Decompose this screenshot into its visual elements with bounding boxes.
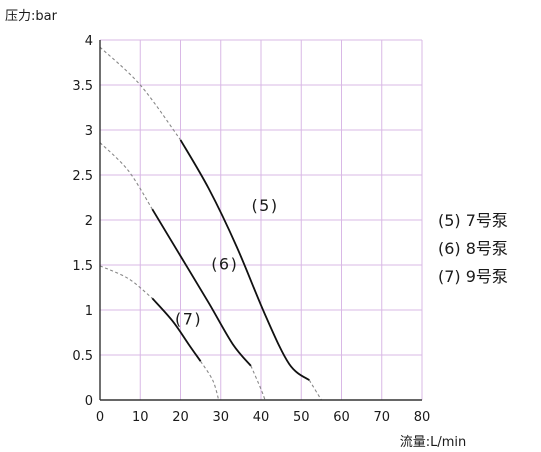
curve-labels: (5) (6) (7)	[175, 196, 278, 328]
curve-label: (5)	[251, 196, 278, 215]
x-tick-label: 20	[172, 410, 189, 425]
y-tick-label: 4	[85, 34, 93, 49]
curve-operating-range	[179, 139, 310, 381]
x-tick-label: 40	[253, 410, 270, 425]
curve-extrapolated-dashed	[250, 365, 266, 401]
curve-extrapolated-dashed	[200, 361, 220, 401]
y-tick-label: 1.5	[72, 259, 93, 274]
curve-operating-range	[151, 297, 202, 362]
grid	[99, 39, 423, 401]
y-tick-label: 2	[85, 214, 93, 229]
x-tick-label: 60	[333, 410, 350, 425]
curve-extrapolated-dashed	[308, 379, 322, 401]
x-tick-label: 30	[212, 410, 229, 425]
curve-extrapolated-dashed	[99, 142, 153, 210]
y-tick-label: 0	[85, 394, 93, 409]
curves	[99, 46, 322, 401]
curve-extrapolated-dashed	[99, 46, 181, 141]
x-tick-label: 80	[414, 410, 431, 425]
y-axis-label: 压力:bar	[5, 9, 58, 24]
y-tick-label: 3	[85, 124, 93, 139]
y-tick-label: 1	[85, 304, 93, 319]
x-tick-label: 50	[293, 410, 310, 425]
legend-entry: (6) 8号泵	[438, 239, 508, 258]
curve-extrapolated-dashed	[99, 265, 153, 299]
y-tick-label: 2.5	[72, 169, 93, 184]
y-tick-label: 3.5	[72, 79, 93, 94]
curve-operating-range	[151, 208, 252, 367]
legend-entry: (7) 9号泵	[438, 267, 508, 286]
legend: (5) 7号泵 (6) 8号泵 (7) 9号泵	[438, 211, 508, 286]
x-tick-label: 0	[96, 410, 104, 425]
tick-labels: 0 10 20 30 40 50 60 70 80 0 0.5 1 1.5 2 2.5 3 3.5 4	[72, 34, 430, 425]
x-axis-label: 流量:L/min	[400, 435, 467, 450]
x-tick-label: 70	[373, 410, 390, 425]
y-tick-label: 0.5	[72, 349, 93, 364]
x-tick-label: 10	[132, 410, 149, 425]
legend-entry: (5) 7号泵	[438, 211, 508, 230]
curve-label: (6)	[211, 255, 238, 274]
curve-label: (7)	[175, 309, 202, 328]
